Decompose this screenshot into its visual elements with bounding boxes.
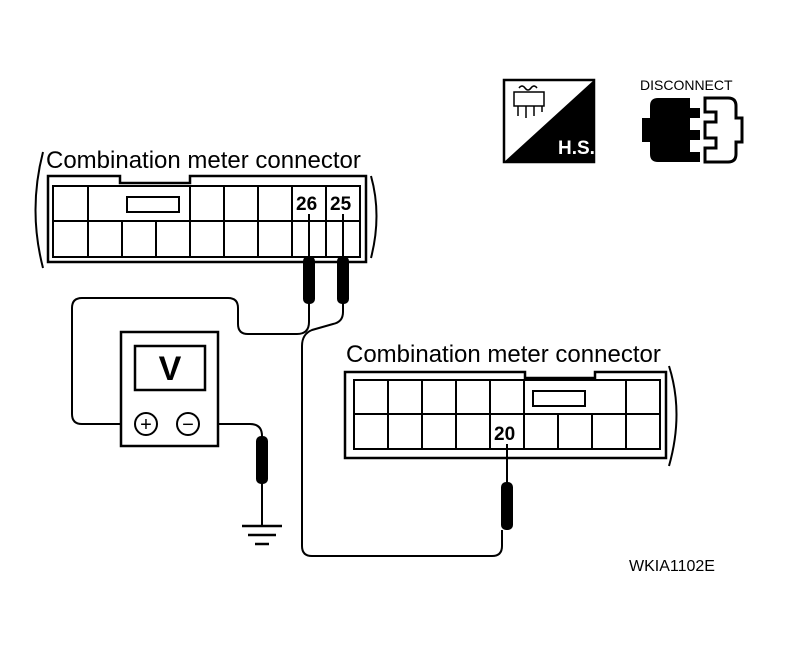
- wire-minus-lead: [199, 423, 263, 437]
- voltmeter: V + −: [119, 330, 220, 448]
- disconnect-icon: DISCONNECT: [640, 77, 744, 164]
- heat-sensitive-icon: [513, 85, 545, 118]
- wire-jumper-lead: [301, 304, 503, 557]
- minus-terminal-icon: [176, 412, 200, 436]
- connector-socket-icon: [703, 96, 744, 164]
- probe-pin-20: [501, 444, 513, 530]
- top-connector-latch: [126, 196, 180, 213]
- probe-pin-26: [303, 214, 315, 304]
- hs-icon: H.S.: [502, 78, 596, 164]
- top-connector: Combination meter connector 26 25: [34, 147, 378, 269]
- voltmeter-unit: V: [159, 350, 182, 388]
- wire-plus-lead: [71, 297, 310, 425]
- voltmeter-display: [133, 344, 207, 392]
- figure-code: WKIA1102E: [629, 558, 715, 575]
- test-wires: [71, 297, 503, 557]
- bottom-connector-title: Combination meter connector: [346, 341, 661, 368]
- pin-26-label: 26: [296, 194, 317, 215]
- probe-pin-25: [337, 214, 349, 304]
- pin-25-label: 25: [330, 194, 352, 215]
- top-connector-title: Combination meter connector: [46, 147, 361, 174]
- minus-terminal-symbol: −: [182, 414, 194, 436]
- pin-20-label: 20: [494, 424, 515, 445]
- connector-plug-icon: [642, 98, 700, 162]
- top-connector-break-left: [34, 151, 44, 269]
- hs-label: H.S.: [558, 138, 595, 159]
- plus-terminal-symbol: +: [140, 414, 152, 436]
- bottom-connector-latch: [532, 390, 586, 407]
- bottom-connector-break-right: [668, 365, 678, 467]
- plus-terminal-icon: [134, 412, 158, 436]
- top-connector-break-right: [370, 175, 378, 259]
- bottom-connector: Combination meter connector 20: [343, 341, 678, 467]
- ground-probe: [242, 436, 282, 546]
- disconnect-label: DISCONNECT: [640, 77, 733, 93]
